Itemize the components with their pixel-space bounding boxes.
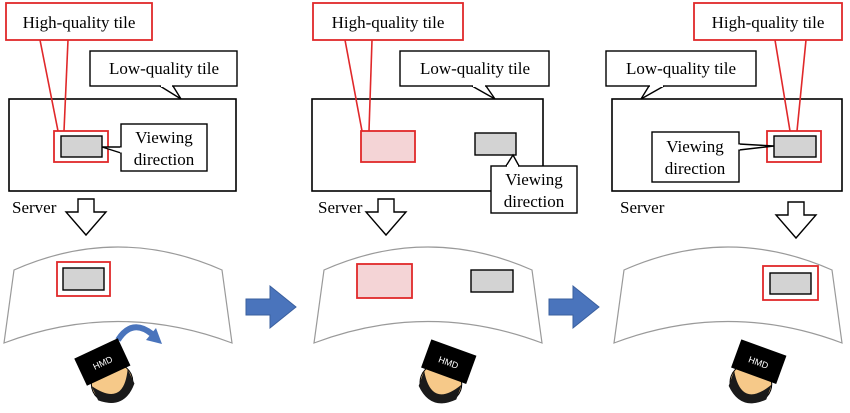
user-hmd-icon: HMD [418,339,477,404]
transition-arrow-icon [548,285,600,329]
low-quality-callout [605,50,757,87]
curved-display [3,246,233,344]
viewing-label-1: Viewing [666,137,724,156]
panel-1: High-quality tile Low-quality tile Viewi… [3,2,238,403]
low-quality-label: Low-quality tile [626,59,736,78]
server-label: Server [12,198,57,217]
display-viewing-tile [62,267,105,291]
down-arrow-icon [365,198,407,236]
turn-arrow-icon [146,328,162,344]
low-quality-callout [89,50,238,87]
low-quality-label: Low-quality tile [420,59,530,78]
viewing-label-2: direction [504,192,565,211]
viewing-label-2: direction [665,159,726,178]
transition-arrow-icon [245,285,297,329]
high-quality-callout [693,2,843,41]
viewing-tile [474,132,517,156]
viewing-tile [60,135,103,158]
server-label: Server [318,198,363,217]
low-quality-label: Low-quality tile [109,59,219,78]
user-hmd-icon: HMD [728,339,787,404]
curved-display [313,246,543,344]
server-label: Server [620,198,665,217]
viewing-direction-callout [651,131,740,183]
down-arrow-icon [775,201,817,239]
viewing-label-1: Viewing [135,128,193,147]
viewing-label-1: Viewing [505,170,563,189]
viewing-label-2: direction [134,150,195,169]
high-quality-callout [312,2,464,41]
panel-2: High-quality tile Low-quality tile Viewi… [311,2,578,404]
display-high-quality-tile [356,263,413,299]
display-viewing-tile [470,269,514,293]
panel-3: High-quality tile Low-quality tile Viewi… [605,2,843,404]
low-quality-callout [399,50,550,87]
viewing-direction-callout [120,123,208,172]
high-quality-tile [360,130,416,163]
high-quality-label: High-quality tile [23,13,136,32]
high-quality-label: High-quality tile [332,13,445,32]
viewing-direction-callout [490,165,578,214]
high-quality-label: High-quality tile [712,13,825,32]
down-arrow-icon [65,198,107,236]
viewing-tile [773,135,817,158]
high-quality-callout [5,2,153,41]
display-viewing-tile [769,272,812,295]
user-hmd-icon: HMD [74,338,135,403]
